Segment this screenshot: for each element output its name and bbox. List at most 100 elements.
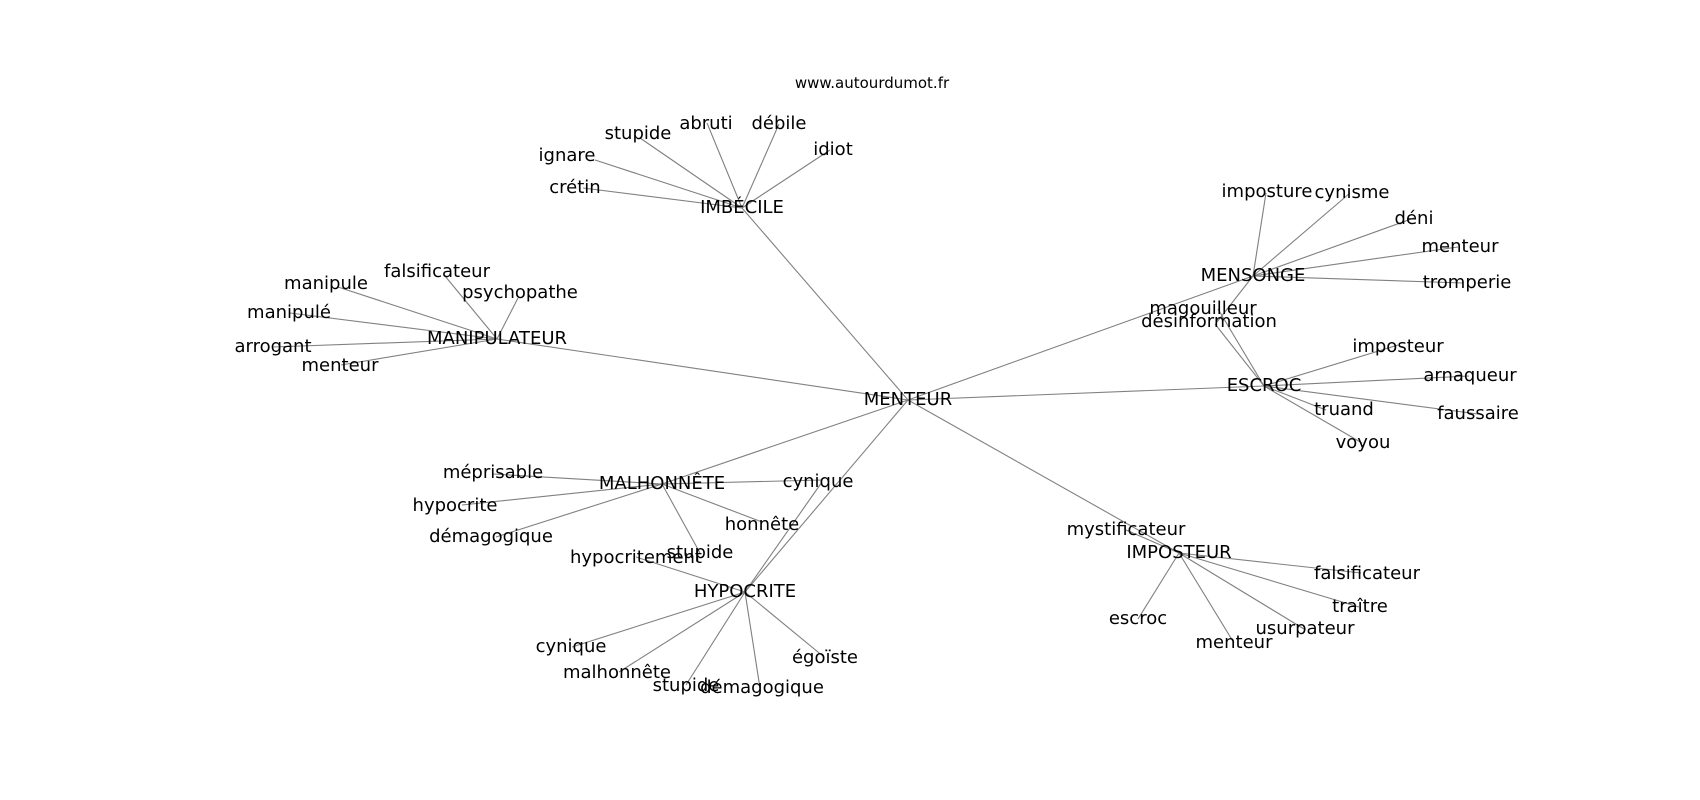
leaf-node-label[interactable]: manipule — [284, 273, 368, 294]
edge-hub-leaf — [744, 591, 825, 658]
leaf-node-label[interactable]: égoïste — [792, 647, 858, 668]
leaf-node-label[interactable]: méprisable — [443, 462, 543, 483]
leaf-node-label[interactable]: manipulé — [247, 302, 331, 323]
edge-hub-leaf — [337, 286, 498, 340]
leaf-node-label[interactable]: escroc — [1109, 608, 1167, 629]
edge-center-hub — [907, 275, 1254, 401]
edge-hub-leaf — [1252, 192, 1267, 277]
leaf-node-label[interactable]: cynique — [783, 471, 854, 492]
edge-hub-leaf — [1263, 385, 1479, 415]
leaf-node-label[interactable]: hypocrite — [413, 495, 498, 516]
leaf-node-label[interactable]: usurpateur — [1256, 618, 1356, 639]
graph-edges — [272, 122, 1479, 689]
edge-hub-leaf — [1178, 552, 1305, 630]
edge-hub-leaf — [1252, 192, 1351, 277]
leaf-node-label[interactable]: mystificateur — [1067, 519, 1186, 540]
edge-center-hub — [496, 338, 909, 401]
edge-hub-leaf — [1252, 246, 1459, 277]
leaf-node-label[interactable]: tromperie — [1423, 272, 1512, 293]
leaf-node-label[interactable]: cynisme — [1315, 182, 1390, 203]
leaf-node-label[interactable]: cynique — [536, 636, 607, 657]
leaf-node-label[interactable]: stupide — [605, 123, 672, 144]
leaf-node-label[interactable]: honnête — [725, 514, 799, 535]
edge-hub-leaf — [1263, 385, 1327, 411]
hub-node-label[interactable]: IMBÉCILE — [700, 196, 784, 218]
leaf-node-label[interactable]: imposteur — [1352, 336, 1444, 357]
leaf-node-label[interactable]: désinformation — [1141, 311, 1277, 332]
edge-hub-leaf — [1178, 552, 1362, 574]
leaf-node-label[interactable]: psychopathe — [462, 282, 578, 303]
edge-hub-leaf — [594, 159, 743, 209]
edge-hub-leaf — [289, 312, 498, 340]
leaf-node-label[interactable]: menteur — [1422, 236, 1500, 257]
edge-hub-leaf — [1263, 344, 1399, 387]
leaf-node-label[interactable]: falsificateur — [1314, 563, 1421, 584]
leaf-node-label[interactable]: démagogique — [429, 526, 553, 547]
edge-hub-leaf — [1217, 308, 1265, 387]
hub-node-label[interactable]: HYPOCRITE — [694, 581, 796, 602]
edge-hub-leaf — [741, 123, 780, 209]
edge-hub-leaf — [639, 137, 743, 209]
hub-node-label[interactable]: ESCROC — [1227, 375, 1302, 396]
edge-hub-leaf — [495, 483, 663, 538]
hub-node-label[interactable]: MENSONGE — [1201, 265, 1306, 286]
edge-hub-leaf — [685, 591, 746, 686]
edge-hub-leaf — [492, 473, 663, 485]
leaf-node-label[interactable]: débile — [751, 113, 806, 134]
leaf-node-label[interactable]: déni — [1395, 208, 1434, 229]
edge-hub-leaf — [635, 556, 746, 593]
edge-hub-leaf — [1263, 375, 1470, 387]
edge-hub-leaf — [1125, 529, 1180, 554]
watermark-text: www.autourdumot.fr — [795, 74, 950, 92]
leaf-node-label[interactable]: magouilleur — [1149, 298, 1257, 319]
hub-node-label[interactable]: MANIPULATEUR — [427, 328, 567, 349]
edge-hub-leaf — [1252, 217, 1415, 277]
edge-center-hub — [741, 207, 909, 401]
leaf-node-label[interactable]: imposture — [1222, 181, 1313, 202]
edge-hub-leaf — [496, 297, 519, 340]
edge-hub-leaf — [744, 591, 761, 689]
edge-hub-leaf — [1137, 552, 1180, 620]
edge-hub-leaf — [582, 187, 743, 209]
edge-hub-leaf — [444, 275, 498, 340]
edge-hub-leaf — [571, 591, 746, 648]
edge-hub-leaf — [661, 479, 823, 485]
leaf-node-label[interactable]: hypocritement — [570, 547, 702, 568]
leaf-node-label[interactable]: voyou — [1336, 432, 1391, 453]
hub-node-label[interactable]: MALHONNÊTE — [599, 472, 725, 494]
leaf-node-label[interactable]: traître — [1332, 596, 1388, 617]
edge-hub-leaf — [340, 338, 498, 366]
leaf-node-label[interactable]: malhonnête — [563, 662, 671, 683]
leaf-node-label[interactable]: menteur — [302, 355, 380, 376]
leaf-node-label[interactable]: stupide — [653, 675, 720, 696]
leaf-node-label[interactable]: démagogique — [700, 677, 824, 698]
edge-center-hub — [907, 385, 1265, 401]
leaf-node-label[interactable]: truand — [1314, 399, 1374, 420]
edge-hub-leaf — [461, 483, 663, 506]
edge-hub-leaf — [661, 483, 763, 523]
leaf-node-label[interactable]: crétin — [549, 177, 600, 198]
edge-hub-leaf — [706, 122, 743, 209]
hub-node-label[interactable]: IMPOSTEUR — [1126, 542, 1231, 563]
edge-hub-leaf — [1178, 552, 1360, 608]
edge-hub-leaf — [272, 338, 498, 348]
leaf-node-label[interactable]: stupide — [667, 542, 734, 563]
leaf-node-label[interactable]: falsificateur — [384, 261, 491, 282]
edge-hub-leaf — [1263, 385, 1363, 444]
leaf-node-label[interactable]: arrogant — [234, 336, 311, 357]
center-node-label[interactable]: MENTEUR — [864, 389, 952, 410]
leaf-node-label[interactable]: arnaqueur — [1423, 365, 1517, 386]
edge-hub-leaf — [741, 149, 831, 209]
edge-cross-link — [744, 481, 823, 593]
edge-center-hub — [907, 399, 1180, 554]
edge-hub-leaf — [1252, 275, 1464, 284]
edge-center-hub — [661, 399, 909, 485]
leaf-node-label[interactable]: idiot — [813, 139, 853, 160]
leaf-node-label[interactable]: ignare — [539, 145, 596, 166]
edge-center-hub — [744, 399, 909, 593]
leaf-node-label[interactable]: abruti — [679, 113, 732, 134]
edge-hub-leaf — [618, 591, 746, 673]
leaf-node-label[interactable]: menteur — [1196, 632, 1274, 653]
leaf-node-label[interactable]: faussaire — [1437, 403, 1519, 424]
edge-hub-leaf — [661, 483, 701, 554]
